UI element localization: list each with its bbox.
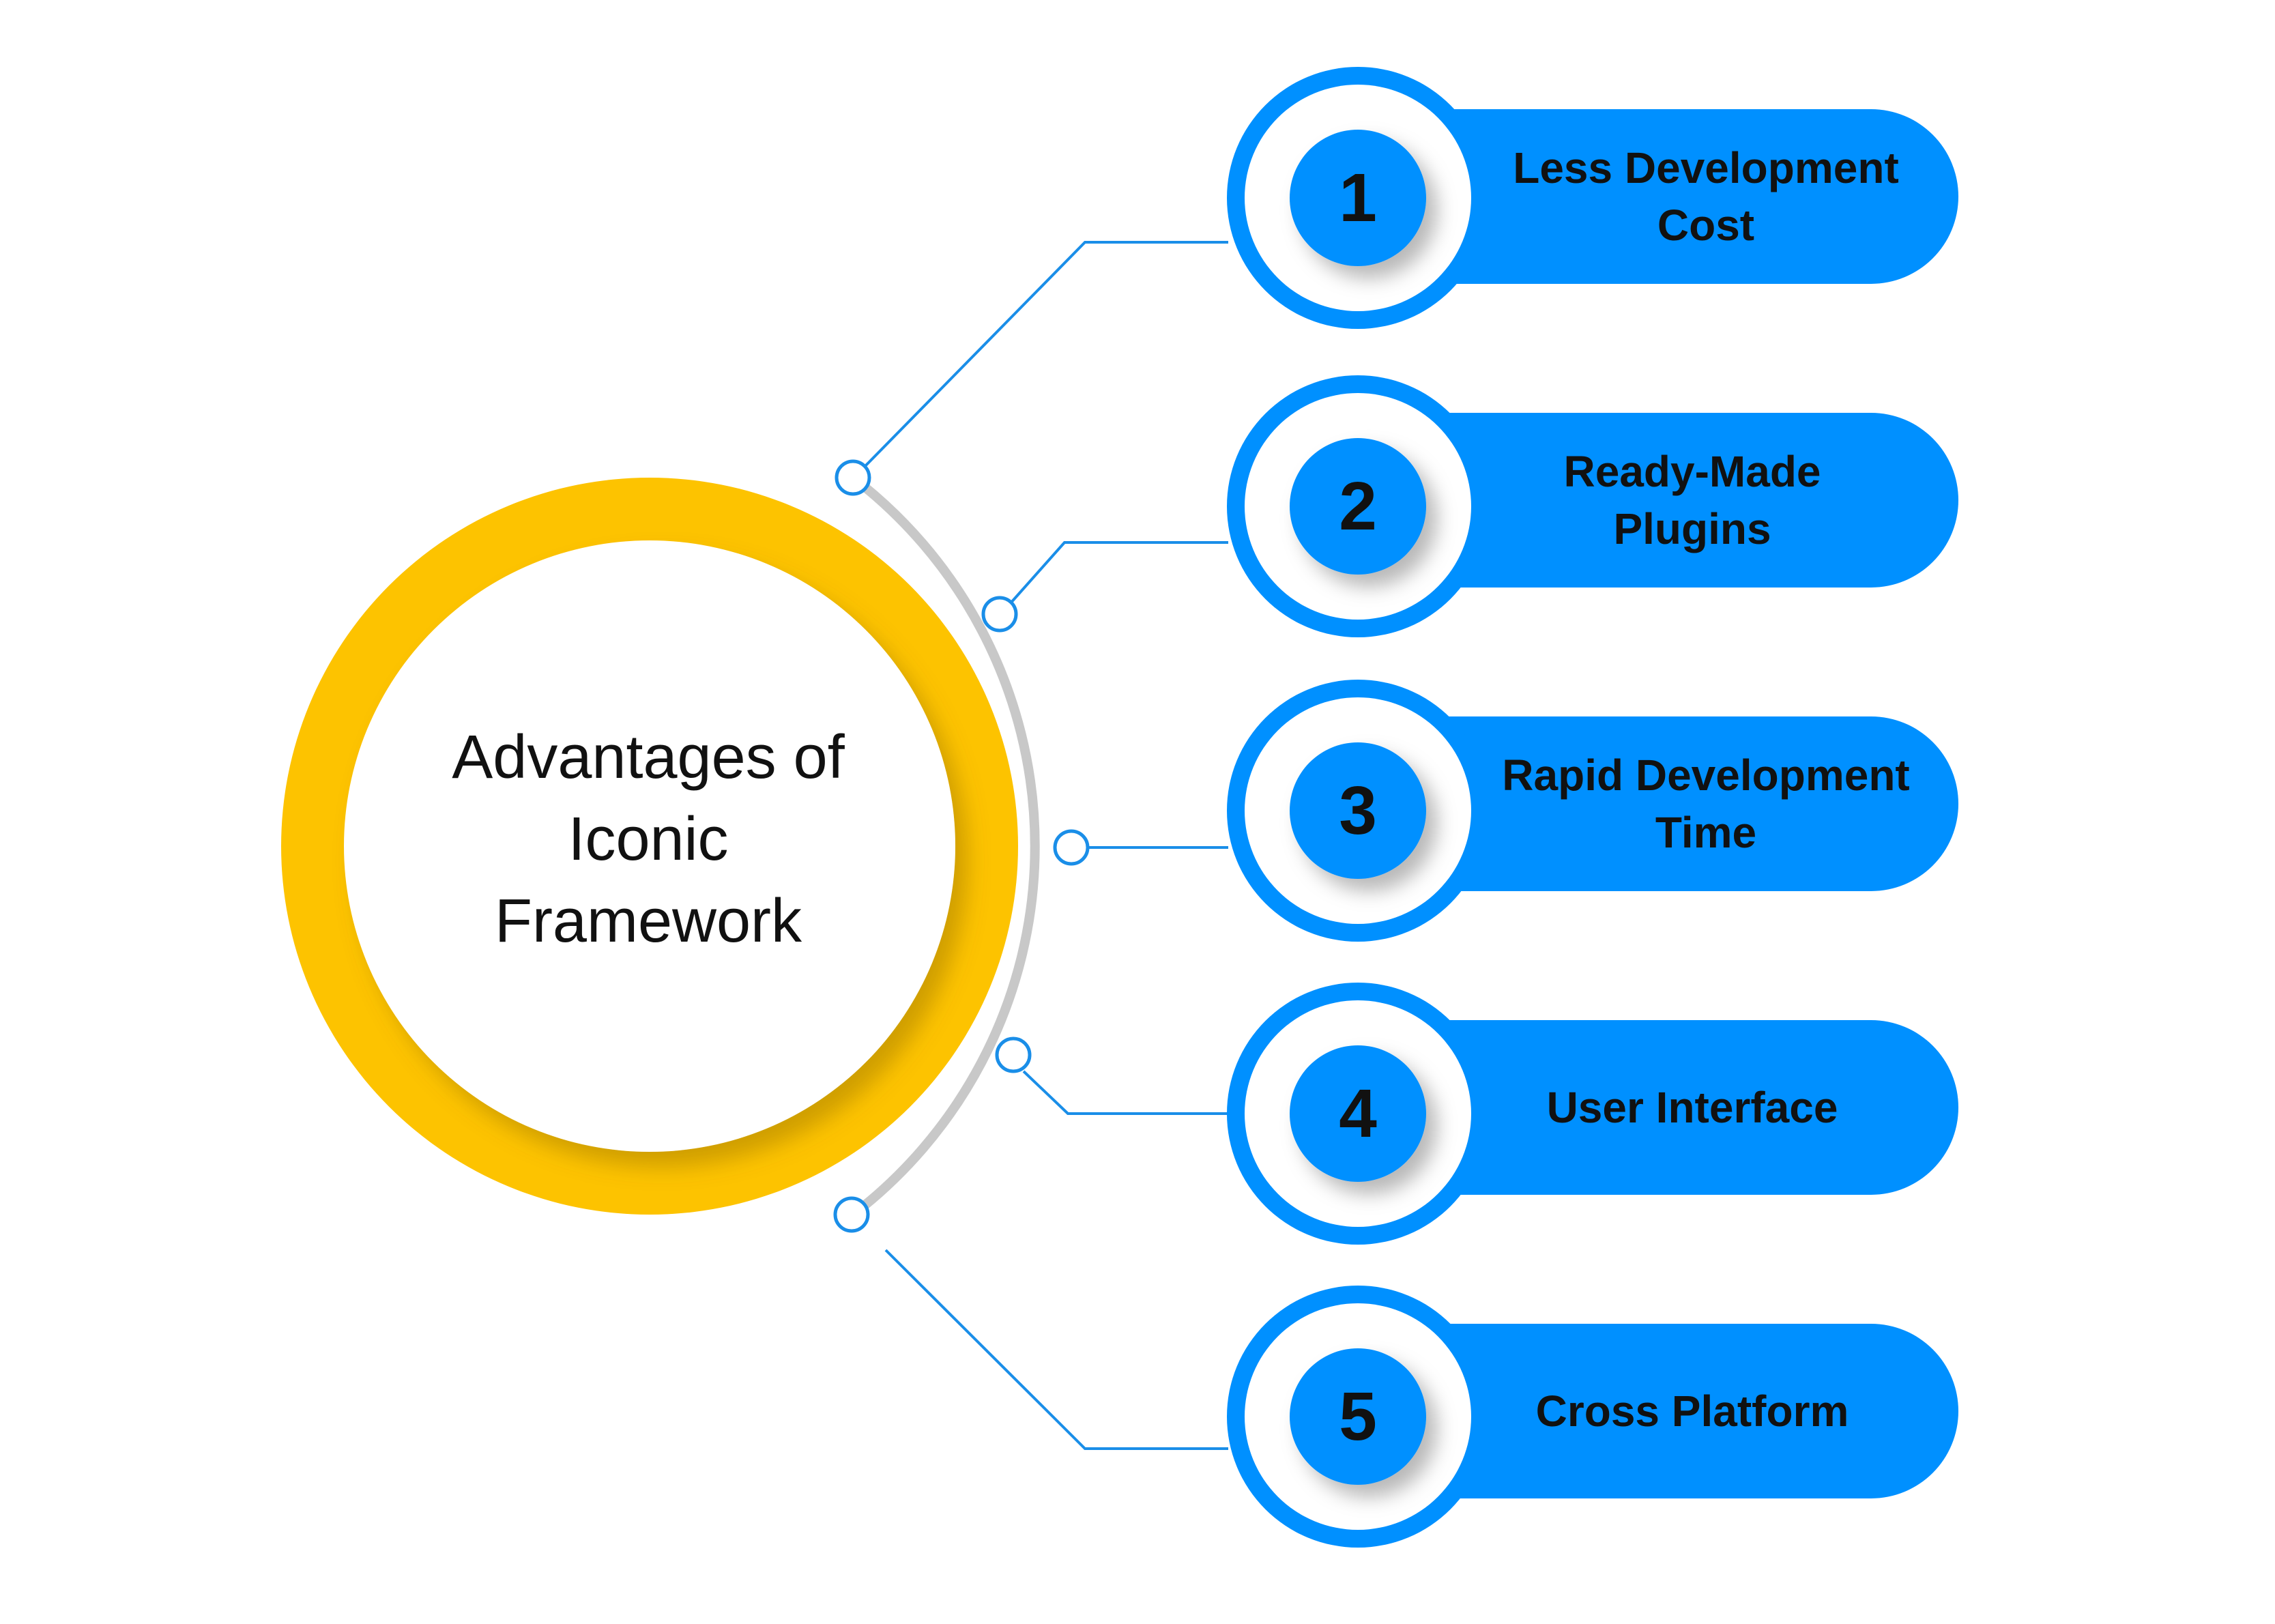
item-5-number: 5 (1339, 1378, 1377, 1455)
item-5-badge-core (1290, 1348, 1426, 1485)
center-title-line-3: Framework (494, 887, 802, 955)
item-5-label: Cross Platform (1447, 1324, 1938, 1498)
item-3-label-line-1: Rapid Development (1502, 751, 1910, 800)
item-5-label-line-1: Cross Platform (1535, 1387, 1849, 1436)
item-1-label-line-1: Less Development (1513, 143, 1899, 192)
item-4-label: User Interface (1447, 1020, 1938, 1195)
item-2-badge-core (1290, 438, 1426, 575)
item-1-pill (1351, 109, 1958, 284)
item-4-label-line-1: User Interface (1546, 1083, 1838, 1132)
node-1 (835, 459, 871, 496)
item-2-label-line-2: Plugins (1613, 504, 1771, 553)
item-2 (1227, 375, 1958, 637)
item-3-label-line-2: Time (1655, 808, 1757, 857)
item-4-pill (1351, 1020, 1958, 1195)
item-4-number: 4 (1339, 1075, 1377, 1152)
center-ring (281, 478, 1018, 1215)
item-1-label-line-2: Cost (1657, 201, 1755, 250)
item-2-pill (1351, 413, 1958, 588)
node-5 (833, 1196, 870, 1233)
connector-nodes (833, 459, 1090, 1233)
node-2 (981, 596, 1018, 633)
item-1 (1227, 67, 1958, 329)
connector-2 (1009, 541, 1228, 605)
node-4 (995, 1036, 1032, 1073)
connector-1 (863, 241, 1228, 469)
item-5 (1227, 1286, 1958, 1548)
item-4 (1227, 983, 1958, 1245)
gray-arc (848, 473, 1040, 1219)
center-ring-inner (344, 540, 955, 1152)
item-3-pill (1351, 716, 1958, 891)
item-3-label: Rapid Development Time (1460, 716, 1952, 891)
item-2-label: Ready-Made Plugins (1447, 413, 1938, 588)
item-1-label: Less Development Cost (1460, 109, 1952, 284)
center-title: Advantages of Iconic Framework (341, 587, 955, 1092)
item-1-number: 1 (1339, 159, 1377, 236)
item-5-pill (1351, 1324, 1958, 1498)
item-4-badge-core (1290, 1045, 1426, 1182)
item-3 (1227, 680, 1958, 942)
item-3-badge-core (1290, 742, 1426, 879)
connector-4 (1022, 1070, 1228, 1115)
center-title-line-1: Advantages of (452, 723, 845, 792)
connector-5 (884, 1249, 1228, 1450)
connectors (863, 241, 1228, 1450)
item-2-label-line-1: Ready-Made (1563, 447, 1821, 496)
center-title-line-2: Iconic (568, 805, 729, 873)
item-2-number: 2 (1339, 467, 1377, 545)
node-3 (1053, 829, 1090, 866)
item-3-number: 3 (1339, 772, 1377, 849)
item-1-badge-core (1290, 130, 1426, 266)
